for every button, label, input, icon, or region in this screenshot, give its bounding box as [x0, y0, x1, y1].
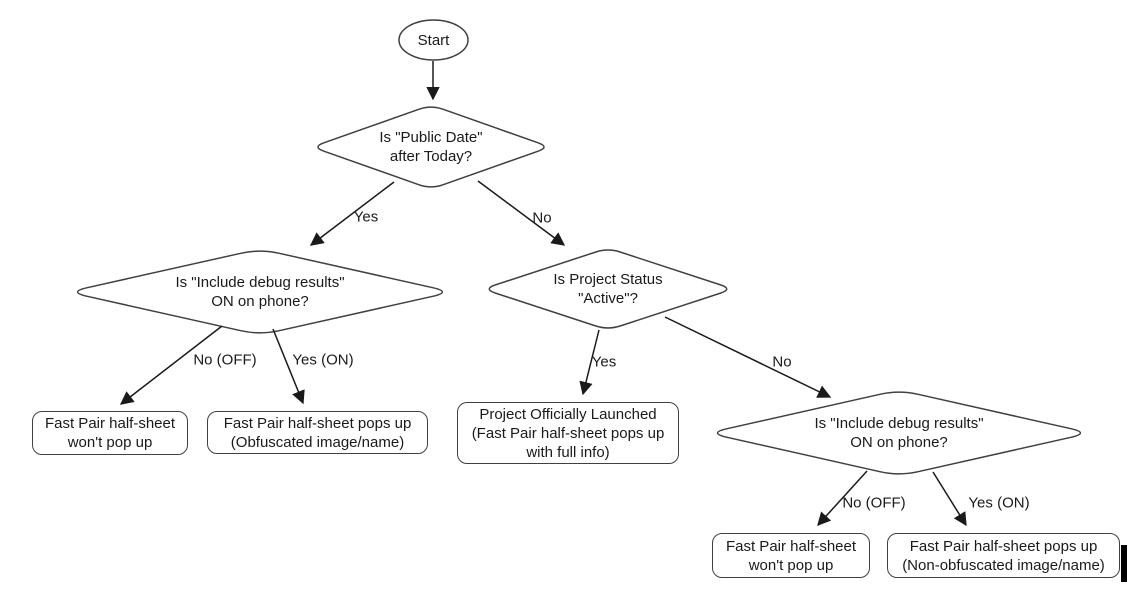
- result-label-line: (Non-obfuscated image/name): [902, 556, 1105, 574]
- decision-label-line: Is "Include debug results": [814, 415, 984, 432]
- decision-debug-results-left-shape: [76, 250, 444, 334]
- edge-label-project-status-yes: Yes: [591, 353, 617, 371]
- decision-project-status-shape: [488, 249, 728, 329]
- result-label-line: won't pop up: [748, 556, 834, 574]
- edge-label-debug-right-no-off: No (OFF): [842, 494, 906, 512]
- arrow-debug-left-no-off: [119, 325, 223, 405]
- arrow-public-date-no: [477, 180, 566, 246]
- edge-label-debug-left-no-off: No (OFF): [193, 351, 257, 369]
- decision-label-line: "Active"?: [578, 290, 638, 307]
- node-start-label: Start: [417, 31, 450, 49]
- node-result-obfuscated-popup: Fast Pair half-sheet pops up (Obfuscated…: [207, 411, 428, 454]
- arrow-project-status-yes: [579, 329, 600, 396]
- node-result-official-launch: Project Officially Launched (Fast Pair h…: [457, 402, 679, 464]
- node-decision-public-date: Is "Public Date" after Today?: [312, 105, 550, 189]
- node-decision-debug-results-left: Is "Include debug results" ON on phone?: [68, 249, 452, 335]
- result-label-line: Project Officially Launched: [479, 405, 657, 423]
- decision-label-line: after Today?: [389, 148, 473, 165]
- edge-label-public-date-no: No: [532, 209, 552, 227]
- decision-label-line: Is "Include debug results": [175, 274, 345, 291]
- decision-debug-results-right-shape: [716, 391, 1082, 475]
- result-label-line: (Fast Pair half-sheet pops up: [471, 424, 665, 442]
- arrow-debug-left-yes-on: [272, 328, 305, 405]
- decision-label-line: ON on phone?: [850, 434, 948, 451]
- node-start: Start: [399, 20, 468, 60]
- node-result-no-popup-left: Fast Pair half-sheet won't pop up: [32, 411, 188, 455]
- arrow-public-date-yes: [309, 181, 395, 246]
- arrow-debug-right-no-off: [817, 470, 868, 526]
- start-terminal-shape: [398, 19, 469, 61]
- node-result-non-obfuscated-popup: Fast Pair half-sheet pops up (Non-obfusc…: [887, 533, 1120, 578]
- text-cursor-bar: [1121, 545, 1127, 582]
- arrow-project-status-no: [664, 316, 832, 398]
- result-label-line: with full info): [526, 443, 610, 461]
- edge-label-debug-right-yes-on: Yes (ON): [968, 494, 1030, 512]
- edge-label-public-date-yes: Yes: [353, 208, 379, 226]
- edge-label-debug-left-yes-on: Yes (ON): [292, 351, 354, 369]
- result-label-line: Fast Pair half-sheet pops up: [909, 537, 1098, 555]
- result-label-line: Fast Pair half-sheet pops up: [223, 414, 412, 432]
- decision-label-line: ON on phone?: [211, 293, 309, 310]
- edge-label-project-status-no: No: [772, 353, 792, 371]
- result-label-line: won't pop up: [67, 434, 153, 451]
- result-label-line: Fast Pair half-sheet: [44, 415, 176, 432]
- node-decision-project-status: Is Project Status "Active"?: [483, 248, 733, 330]
- arrow-debug-right-yes-on: [932, 471, 967, 527]
- decision-public-date-shape: [317, 106, 545, 188]
- decision-label-line: Is "Public Date": [379, 129, 483, 146]
- node-result-no-popup-right: Fast Pair half-sheet won't pop up: [712, 533, 870, 578]
- result-label-line: (Obfuscated image/name): [230, 433, 405, 451]
- node-decision-debug-results-right: Is "Include debug results" ON on phone?: [708, 390, 1090, 476]
- decision-label-line: Is Project Status: [553, 271, 663, 288]
- result-label-line: Fast Pair half-sheet: [725, 537, 857, 555]
